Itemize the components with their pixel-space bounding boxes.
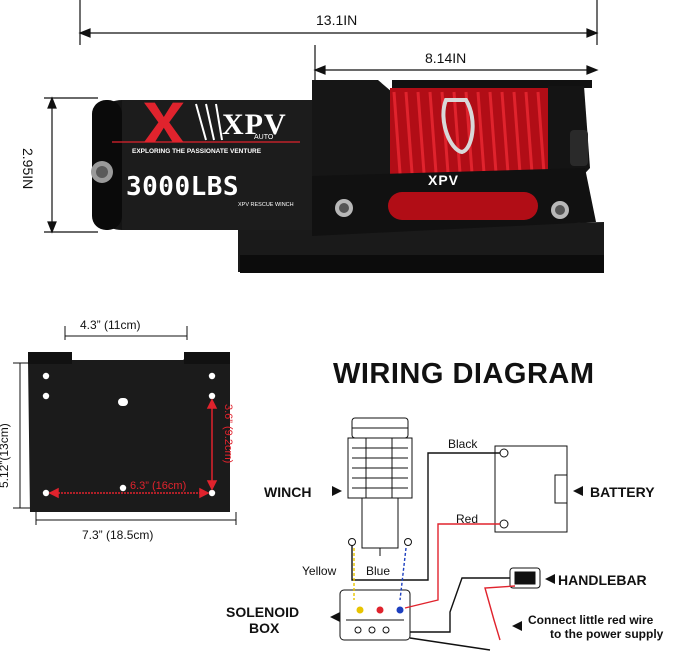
power-note-line-1: Connect little red wire xyxy=(528,613,654,627)
fairlead-logo: XPV xyxy=(428,172,460,188)
winch-height-label: 2.95IN xyxy=(20,148,36,190)
battery-label: BATTERY xyxy=(590,484,655,500)
brand-logo: XPV xyxy=(222,108,287,141)
winch-capacity: 3000LBS xyxy=(126,172,240,202)
plate-hole-spacing-horizontal: 6.3” (16cm) xyxy=(130,480,187,492)
plate-height: 5.12”(13cm) xyxy=(0,423,11,488)
winch-model: XPV RESCUE WINCH xyxy=(238,202,294,208)
solenoid-label-line-1: SOLENOID xyxy=(226,604,300,620)
winch-illustration xyxy=(44,0,604,273)
drum-length-label: 8.14IN xyxy=(425,50,467,66)
winch-length-label: 13.1IN xyxy=(316,12,358,28)
solenoid-label-line-2: BOX xyxy=(249,620,280,636)
power-note-line-2: to the power supply xyxy=(550,627,664,641)
yellow-wire-label: Yellow xyxy=(302,564,337,578)
red-wire-label: Red xyxy=(456,512,479,526)
blue-wire-label: Blue xyxy=(366,564,391,578)
plate-hole-spacing-vertical: 3.6” (9.2cm) xyxy=(222,404,234,464)
black-wire-label: Black xyxy=(448,437,478,451)
plate-bottom-width: 7.3” (18.5cm) xyxy=(82,528,154,542)
winch-label: WINCH xyxy=(264,484,312,500)
plate-top-width: 4.3” (11cm) xyxy=(80,318,141,332)
brand-sub: AUTO xyxy=(254,134,274,141)
winch-tagline: EXPLORING THE PASSIONATE VENTURE xyxy=(132,148,262,155)
handlebar-label: HANDLEBAR xyxy=(558,572,647,588)
wiring-title: WIRING DIAGRAM xyxy=(333,358,595,390)
